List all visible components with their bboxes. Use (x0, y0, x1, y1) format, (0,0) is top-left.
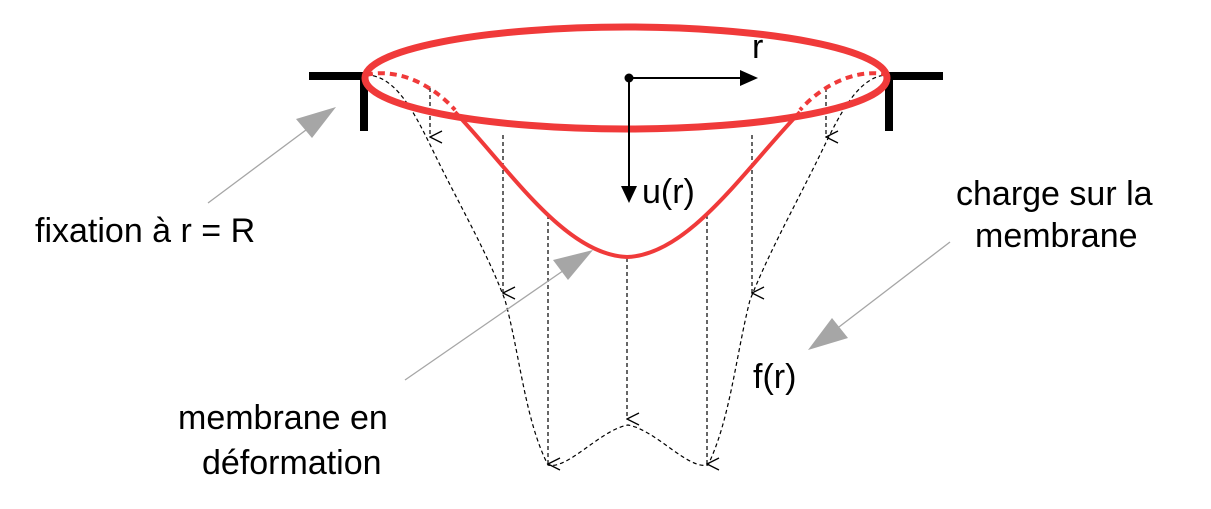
load-label-line1: charge sur la (956, 175, 1153, 213)
membrane-hidden-right (798, 71, 889, 112)
r-axis-arrowhead (740, 70, 758, 86)
load-label-line2: membrane (975, 217, 1138, 255)
membrane-label-line2: déformation (202, 444, 382, 482)
membrane-rim (361, 23, 891, 133)
pointer-clamp (207, 107, 336, 204)
clamp-label: fixation à r = R (35, 212, 255, 250)
r-axis-label: r (752, 28, 763, 66)
membrane-hidden-left (365, 71, 457, 112)
membrane-label-line1: membrane en (178, 399, 388, 437)
u-axis-arrowhead (621, 186, 637, 203)
load-function-label: f(r) (753, 358, 796, 396)
deformed-membrane (453, 110, 802, 260)
displacement-label: u(r) (642, 173, 695, 211)
pointer-membrane (404, 250, 593, 381)
pointer-load (808, 241, 951, 350)
right-clamp (885, 72, 943, 131)
